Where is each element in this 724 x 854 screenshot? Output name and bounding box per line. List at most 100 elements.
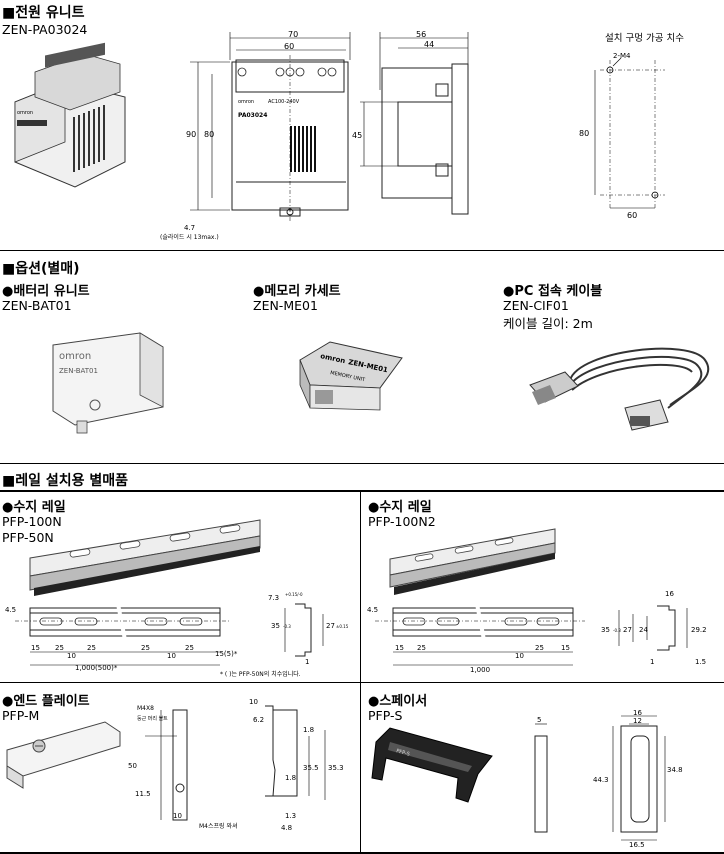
rail1-profile-27-tol: ±0.15	[336, 624, 349, 629]
endplate-dim-35-3: 35.3	[328, 764, 344, 772]
memory-cassette-photo: omron ZEN-ME01 MEMORY UNIT	[299, 341, 403, 411]
spacer-dim-16-5: 16.5	[629, 841, 645, 849]
rail1-dim-25c: 25	[141, 644, 150, 652]
rail2-title: ●수지 레일	[368, 500, 432, 515]
endplate-dim-1-8a: 1.8	[303, 726, 314, 734]
endplate-model: PFP-M	[2, 708, 40, 723]
rail2-profile-29-2: 29.2	[691, 626, 707, 634]
rail2-profile-27: 27	[623, 626, 632, 634]
spacer-photo: PFP-S	[371, 727, 493, 803]
hole-60: 60	[627, 211, 637, 220]
dim-45: 45	[352, 131, 362, 140]
cable-length: 케이블 길이: 2m	[503, 316, 593, 331]
spacer-dim-16: 16	[633, 709, 642, 717]
options-heading: ■옵션(별매)	[2, 261, 80, 277]
spacer-title: ●스페이서	[368, 694, 428, 709]
rail1-profile-35: 35	[271, 622, 280, 630]
spacer-print: PFP-S	[395, 748, 410, 758]
cable-model: ZEN-CIF01	[503, 298, 569, 313]
rail1-dim-15a: 15	[31, 644, 40, 652]
hole-80: 80	[579, 129, 589, 138]
rail1-note: * ( )는 PFP-50N의 치수입니다.	[220, 670, 301, 678]
rail2-dim-25b: 25	[535, 644, 544, 652]
rail1-profile-1: 1	[305, 658, 309, 666]
endplate-m4x8: M4X8	[137, 705, 154, 712]
endplate-dim-6-2: 6.2	[253, 716, 264, 724]
rail1-profile-7-3: 7.3	[268, 594, 279, 602]
battery-model: ZEN-BAT01	[2, 298, 72, 313]
front-label-omron: omron	[238, 99, 254, 105]
endplate-dim-10b: 10	[249, 698, 258, 706]
power-side-drawing: 56 44 45	[352, 30, 469, 215]
rail2-profile-35: 35	[601, 626, 610, 634]
divider	[0, 250, 724, 251]
dim-80: 80	[204, 130, 214, 139]
battery-print: ZEN-BAT01	[59, 367, 98, 375]
dim-70: 70	[288, 30, 298, 39]
cable-title: ●PC 접속 케이블	[503, 284, 603, 299]
table-row-border	[0, 682, 724, 683]
battery-brand: omron	[59, 351, 91, 362]
rail2-dim-25a: 25	[417, 644, 426, 652]
mounting-hole-drawing: 2-M4 80 60	[579, 52, 665, 220]
rail2-profile-35-tol: -0.3	[613, 628, 621, 633]
power-model: ZEN-PA03024	[2, 22, 88, 37]
endplate-dim-1-3: 1.3	[285, 812, 296, 820]
photo-label-omron: omron	[17, 110, 33, 116]
rail2-dim-4-5: 4.5	[367, 606, 378, 614]
dim-4-7: 4.7	[184, 224, 195, 232]
memory-model: ZEN-ME01	[253, 298, 318, 313]
endplate-dim-4-8: 4.8	[281, 824, 292, 832]
endplate-bolt: 둥근 머리 볼트	[137, 715, 168, 722]
dim-56: 56	[416, 30, 426, 39]
endplate-title: ●엔드 플레이트	[2, 694, 90, 709]
slide-note: (슬라이드 시 13max.)	[160, 233, 219, 241]
rail2-dim-15a: 15	[395, 644, 404, 652]
endplate-dim-10a: 10	[173, 812, 182, 820]
divider	[0, 463, 724, 464]
table-bottom-border	[0, 852, 724, 854]
spacer-dim-5: 5	[537, 716, 541, 724]
rail1-dim-4-5: 4.5	[5, 606, 16, 614]
rail1-dim-25d: 25	[185, 644, 194, 652]
dim-90: 90	[186, 130, 196, 139]
rail2-dim-10: 10	[515, 652, 524, 660]
rail1-length: 1,000(500)*	[75, 664, 118, 672]
power-heading: ■전원 유니트	[2, 5, 85, 21]
endplate-photo	[6, 721, 121, 789]
endplate-dim-11-5: 11.5	[135, 790, 151, 798]
endplate-dim-1-8b: 1.8	[285, 774, 296, 782]
rail2-photo	[389, 528, 556, 595]
spacer-model: PFP-S	[368, 708, 403, 723]
endplate-washer: M4스프링 와셔	[199, 822, 238, 830]
table-top-border	[0, 490, 724, 492]
spacer-drawing: 5 16 12 44.3 34.8 16.5	[534, 709, 683, 849]
front-label-model: PA03024	[238, 112, 267, 119]
rail-heading: ■레일 설치용 별매품	[2, 473, 129, 489]
rail1-model1: PFP-100N	[2, 514, 62, 529]
rail1-profile-27: 27	[326, 622, 335, 630]
endplate-dim-50: 50	[128, 762, 137, 770]
dim-60: 60	[284, 42, 294, 51]
power-unit-photo: omron	[14, 42, 126, 188]
spacer-dim-12: 12	[633, 717, 642, 725]
endplate-dim-35-5: 35.5	[303, 764, 319, 772]
hole-title: 설치 구멍 가공 치수	[605, 33, 684, 44]
rail2-profile-1: 1	[650, 658, 654, 666]
battery-unit-photo: omron ZEN-BAT01	[52, 332, 164, 434]
power-front-drawing: 70 60 90 80 omron AC100-240V PA03024 4.7…	[160, 30, 351, 241]
rail2-dim-15b: 15	[561, 644, 570, 652]
rail2-model: PFP-100N2	[368, 514, 436, 529]
endplate-drawing: M4X8 둥근 머리 볼트 50 11.5 10 10 6.2 1.8 35.5…	[128, 698, 344, 832]
rail2-drawing: 4.5 15 25 10 25 15 1,000 16 35 -0.3 27 2…	[367, 590, 707, 674]
front-label-ac: AC100-240V	[268, 99, 300, 105]
rail1-dim-10b: 10	[167, 652, 176, 660]
rail2-profile-1-5: 1.5	[695, 658, 706, 666]
rail1-profile-7-3-tol: +0.15/-0	[285, 592, 303, 597]
rail1-dim-25a: 25	[55, 644, 64, 652]
rail2-length: 1,000	[470, 666, 490, 674]
hole-m4-label: 2-M4	[613, 52, 631, 60]
rail2-profile-24: 24	[639, 626, 648, 634]
rail1-drawing: 4.5 15 25 10 25 25 10 25 15(5)* 1,000(50…	[5, 592, 349, 678]
rail1-dim-15b: 15(5)*	[215, 650, 238, 658]
